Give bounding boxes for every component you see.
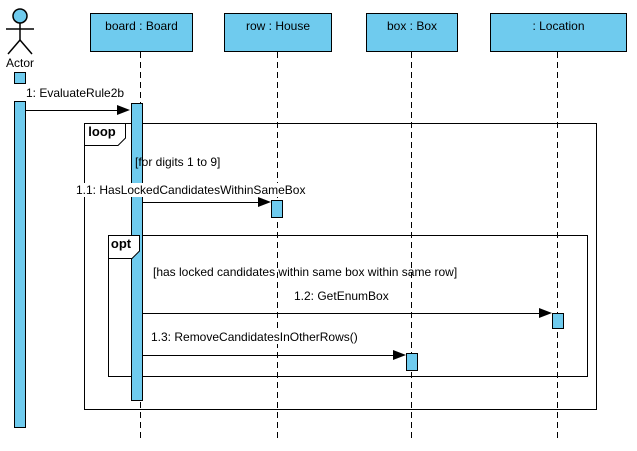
opt-operator-label: opt bbox=[110, 236, 132, 251]
actor-icon bbox=[6, 8, 34, 55]
loop-operator-label: loop bbox=[88, 124, 116, 139]
message-1-1-line bbox=[143, 202, 259, 203]
lifeline-row bbox=[277, 52, 278, 442]
loop-guard: [for digits 1 to 9] bbox=[135, 155, 221, 169]
loop-operator-pentagon: loop bbox=[84, 123, 126, 146]
message-1-1-arrowhead-icon bbox=[258, 197, 271, 207]
opt-operator-pentagon: opt bbox=[108, 235, 140, 259]
lifeline-location bbox=[557, 52, 558, 442]
message-1-2-label: 1.2: GetEnumBox bbox=[293, 289, 390, 303]
loop-frame bbox=[84, 123, 597, 410]
activation-actor bbox=[14, 101, 26, 428]
message-1-arrowhead-icon bbox=[117, 105, 130, 115]
message-1-3-arrowhead-icon bbox=[393, 350, 406, 360]
opt-pentagon-shape bbox=[108, 235, 140, 259]
opt-frame bbox=[108, 235, 588, 377]
message-1-2-arrowhead-icon bbox=[539, 308, 552, 318]
message-1-2-line bbox=[143, 313, 540, 314]
message-1-label: 1: EvaluateRule2b bbox=[25, 86, 126, 100]
activation-location bbox=[552, 313, 564, 329]
lifeline-head-board: board : Board bbox=[90, 13, 193, 52]
actor-label: Actor bbox=[5, 56, 34, 70]
opt-guard: [has locked candidates within same box w… bbox=[153, 265, 458, 279]
message-1-1-label: 1.1: HasLockedCandidatesWithinSameBox bbox=[75, 183, 307, 197]
message-1-3-label: 1.3: RemoveCandidatesInOtherRows() bbox=[150, 330, 359, 344]
message-1-3-line bbox=[143, 355, 394, 356]
lifeline-head-row: row : House bbox=[224, 13, 332, 52]
loop-pentagon-shape bbox=[84, 123, 126, 146]
lifeline-head-location: : Location bbox=[490, 13, 627, 52]
activation-box bbox=[406, 353, 418, 371]
lifeline-box bbox=[411, 52, 412, 442]
activation-row bbox=[271, 200, 283, 218]
activation-actor-stub bbox=[14, 72, 26, 84]
message-1-line bbox=[26, 110, 119, 111]
lifeline-head-box: box : Box bbox=[366, 13, 458, 52]
